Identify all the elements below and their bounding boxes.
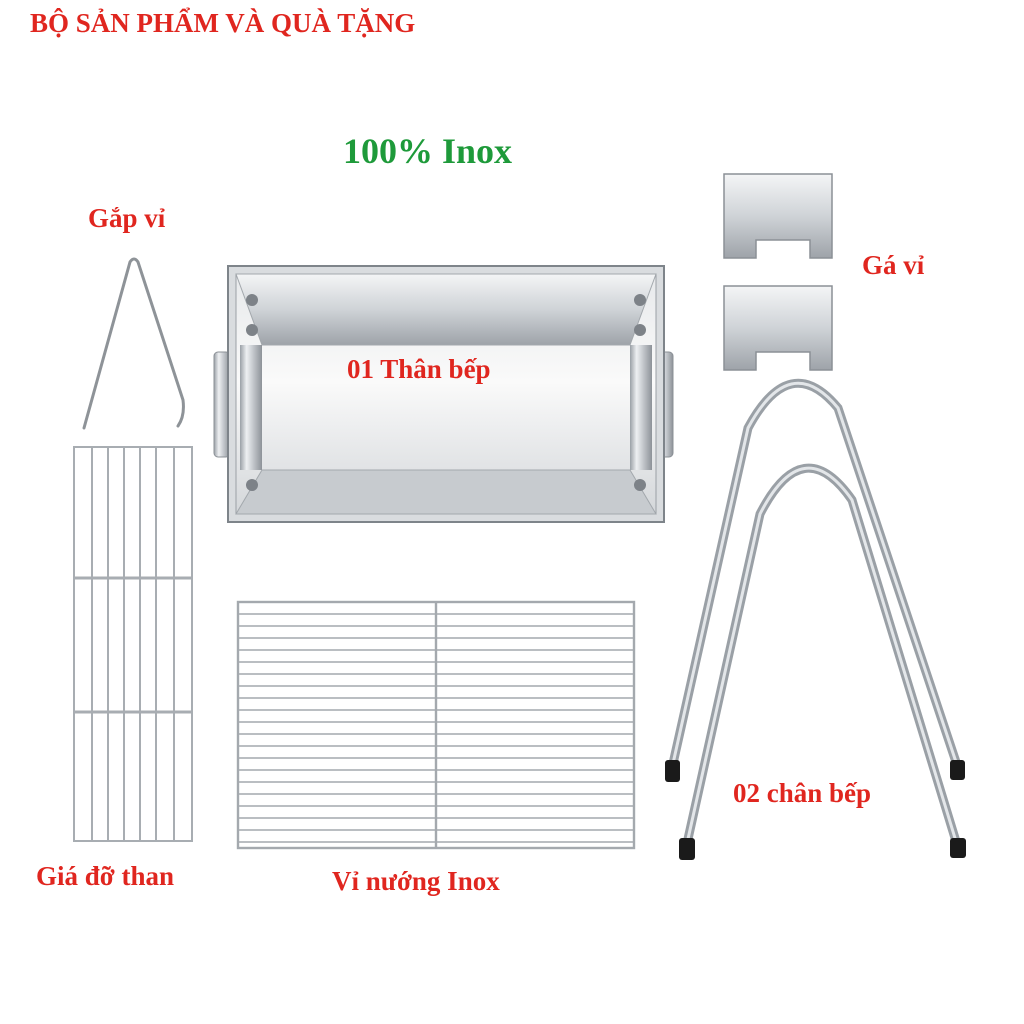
grill-holder-label: Gá vỉ xyxy=(862,250,925,280)
stove-body-label: 01 Thân bếp xyxy=(347,354,491,384)
legs-label: 02 chân bếp xyxy=(733,778,872,808)
charcoal-rack-illustration xyxy=(73,446,193,842)
material-badge: 100% Inox xyxy=(343,131,513,171)
grill-holder-illustration xyxy=(723,173,833,371)
legs-illustration xyxy=(665,378,966,860)
tongs-label: Gắp vỉ xyxy=(88,203,166,233)
product-set-heading: BỘ SẢN PHẨM VÀ QUÀ TẶNG xyxy=(30,8,416,38)
grill-grate-label: Vỉ nướng Inox xyxy=(332,866,500,896)
tongs-illustration xyxy=(82,257,185,430)
grill-grate-illustration xyxy=(236,600,636,850)
charcoal-rack-label: Giá đỡ than xyxy=(36,861,174,891)
stove-body-illustration xyxy=(213,265,674,523)
